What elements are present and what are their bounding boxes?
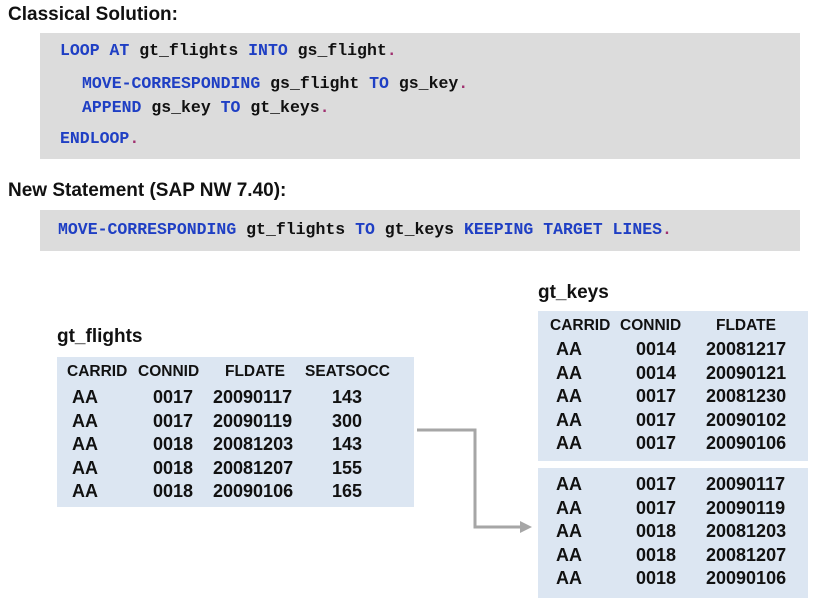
table-cell: AA [72, 481, 98, 501]
table-cell: 0014 [636, 362, 677, 383]
table-cell: 143 [332, 434, 363, 454]
table-row: AA 0017 20090102 [538, 410, 808, 433]
column-header: CONNID [620, 317, 682, 334]
table-cell: 165 [332, 481, 363, 501]
code-line: APPEND gs_key TO gt_keys. [82, 98, 330, 117]
table-cell: 20081207 [706, 544, 787, 565]
table-cell: AA [556, 386, 582, 406]
classical-title: Classical Solution: [8, 4, 178, 25]
table-cell: 20081203 [706, 521, 787, 541]
table-cell: 0018 [636, 521, 677, 541]
table-row: AA 0018 20081203 143 [57, 434, 414, 457]
table-cell: 0014 [636, 339, 677, 359]
table-cell: 0017 [636, 497, 677, 518]
table-cell: 143 [332, 387, 363, 407]
table-cell: 0018 [153, 457, 194, 478]
table-row: AA 0017 20090119 300 [57, 411, 414, 434]
table-cell: 20090102 [706, 409, 787, 430]
new-code-box: MOVE-CORRESPONDING gt_flights TO gt_keys… [40, 210, 800, 251]
table-cell: 20090117 [706, 474, 786, 494]
table-cell: 0018 [153, 481, 194, 501]
table-row: AA 0017 20090119 [538, 498, 808, 521]
table-cell: AA [72, 457, 98, 478]
table-header-row: CARRID CONNID FLDATE SEATSOCC [57, 363, 414, 386]
table-cell: 20090106 [706, 568, 787, 588]
table-cell: 0017 [636, 409, 677, 430]
code-line: MOVE-CORRESPONDING gt_flights TO gt_keys… [58, 220, 672, 239]
table-cell: 0018 [636, 568, 677, 588]
gt-keys-title: gt_keys [538, 282, 609, 303]
table-row: AA 0014 20081217 [538, 339, 808, 362]
new-statement-title: New Statement (SAP NW 7.40): [8, 180, 287, 201]
table-row: AA 0017 20090106 [538, 433, 808, 456]
table-cell: 0017 [153, 410, 194, 431]
table-row: AA 0017 20090117 143 [57, 387, 414, 410]
table-row: AA 0018 20081207 155 [57, 458, 414, 481]
code-line: MOVE-CORRESPONDING gs_flight TO gs_key. [82, 74, 469, 93]
table-cell: AA [556, 568, 582, 588]
table-cell: 20090117 [213, 387, 293, 407]
table-cell: 20090119 [213, 410, 293, 431]
table-cell: 0017 [636, 433, 677, 453]
table-cell: 0017 [636, 386, 677, 406]
table-row: AA 0017 20090117 [538, 474, 808, 497]
column-header: CARRID [67, 363, 128, 380]
column-header: FLDATE [716, 317, 776, 334]
table-cell: AA [556, 409, 582, 430]
table-row: AA 0017 20081230 [538, 386, 808, 409]
table-header-row: CARRID CONNID FLDATE [538, 317, 808, 340]
table-row: AA 0018 20081207 [538, 545, 808, 568]
table-row: AA 0014 20090121 [538, 363, 808, 386]
gt-flights-table: CARRID CONNID FLDATE SEATSOCC AA 0017 20090117… [57, 357, 414, 507]
column-header: CONNID [138, 363, 200, 380]
table-cell: AA [72, 434, 98, 454]
table-cell: 20081217 [706, 339, 787, 359]
table-cell: AA [556, 339, 582, 359]
classical-code-box: LOOP AT gt_flights INTO gs_flight. MOVE-… [40, 33, 800, 159]
table-cell: AA [556, 362, 582, 383]
table-cell: AA [556, 497, 582, 518]
table-cell: AA [556, 544, 582, 565]
code-line: LOOP AT gt_flights INTO gs_flight. [60, 41, 397, 60]
table-cell: AA [556, 521, 582, 541]
table-cell: 0017 [153, 387, 194, 407]
table-cell: AA [72, 387, 98, 407]
table-cell: AA [556, 433, 582, 453]
table-cell: 20090119 [706, 497, 786, 518]
table-cell: 20081230 [706, 386, 787, 406]
table-cell: 0018 [153, 434, 194, 454]
table-cell: 20081203 [213, 434, 294, 454]
table-cell: 155 [332, 457, 363, 478]
code-line: ENDLOOP. [60, 129, 140, 148]
table-cell: 300 [332, 410, 363, 431]
table-row: AA 0018 20081203 [538, 521, 808, 544]
table-cell: 0017 [636, 474, 677, 494]
table-cell: 20081207 [213, 457, 294, 478]
column-header: SEATSOCC [305, 363, 390, 380]
table-cell: 20090121 [706, 362, 787, 383]
table-cell: AA [72, 410, 98, 431]
gt-flights-title: gt_flights [57, 326, 143, 347]
table-cell: 20090106 [213, 481, 294, 501]
table-cell: 20090106 [706, 433, 787, 453]
table-cell: 0018 [636, 544, 677, 565]
column-header: CARRID [550, 317, 611, 334]
table-row: AA 0018 20090106 165 [57, 481, 414, 504]
table-row: AA 0018 20090106 [538, 568, 808, 591]
table-cell: AA [556, 474, 582, 494]
column-header: FLDATE [225, 363, 285, 380]
